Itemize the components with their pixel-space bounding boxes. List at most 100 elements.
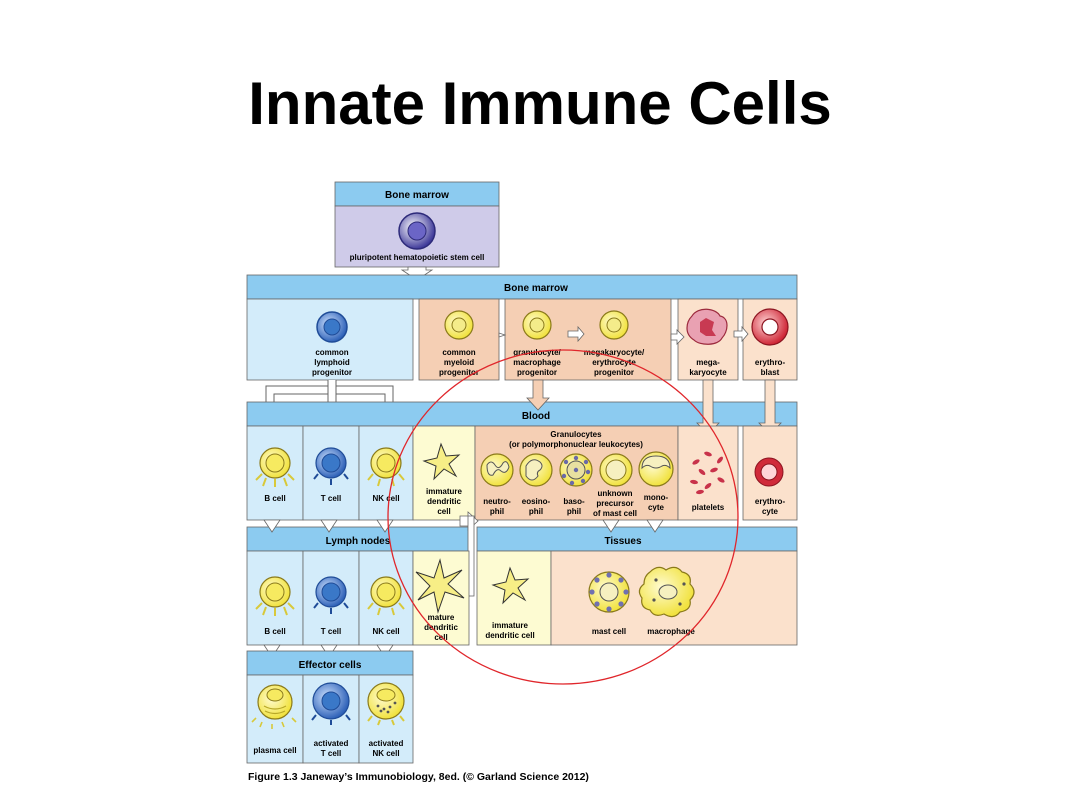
- mature-dendritic-cell-icon: [415, 558, 465, 614]
- mast-cell-precursor-icon: [599, 453, 633, 487]
- blood-nk-cell-icon: [367, 447, 405, 487]
- figure-caption: Figure 1.3 Janeway’s Immunobiology, 8ed.…: [248, 771, 589, 783]
- lymph-t-cell-icon: [313, 576, 349, 614]
- platelets-panel: [677, 425, 739, 521]
- myeloid-progenitor-label-1: common: [442, 348, 475, 357]
- activated-t-cell-icon: [311, 682, 351, 725]
- blood-b-cell-icon: [255, 447, 295, 487]
- header-lymph-nodes-label: Lymph nodes: [326, 536, 391, 547]
- megakaryocyte-label-1: mega-: [696, 358, 720, 367]
- gm-progenitor-label-3: progenitor: [517, 368, 557, 377]
- blood-immature-dc-label-2: dendritic: [427, 497, 461, 506]
- erythroblast-label-2: blast: [761, 368, 780, 377]
- blood-immature-dc-label-3: cell: [437, 507, 450, 516]
- blood-b-cell-label: B cell: [264, 494, 285, 503]
- monocyte-label-2: cyte: [648, 503, 665, 512]
- megakaryocyte-nucleus-icon: [700, 318, 716, 336]
- plasma-cell-label: plasma cell: [253, 746, 296, 755]
- eosinophil-label-2: phil: [529, 507, 543, 516]
- me-progenitor-label-1: megakaryocyte/: [584, 348, 645, 357]
- activated-nk-label-1: activated: [369, 739, 404, 748]
- granulocytes-title-1: Granulocytes: [550, 430, 602, 439]
- myeloid-progenitor-label-2: myeloid: [444, 358, 474, 367]
- monocyte-icon: [638, 451, 674, 487]
- gm-progenitor-label-1: granulocyte/: [513, 348, 561, 357]
- lymph-b-cell-icon: [255, 576, 295, 616]
- tissue-immature-dc-label-2: dendritic cell: [485, 631, 534, 640]
- mast-precursor-label-2: precursor: [596, 499, 633, 508]
- basophil-label-1: baso-: [563, 497, 585, 506]
- lymphoid-progenitor-label-2: lymphoid: [314, 358, 350, 367]
- neutrophil-label-1: neutro-: [483, 497, 511, 506]
- macrophage-label: macrophage: [647, 627, 695, 636]
- slide-title: Innate Immune Cells: [248, 70, 832, 137]
- blood-t-cell-label: T cell: [321, 494, 341, 503]
- arrow-icon: [376, 519, 394, 533]
- erythroblast-label-1: erythro-: [755, 358, 786, 367]
- lymph-t-cell-label: T cell: [321, 627, 341, 636]
- tissue-immature-dc-panel: [476, 550, 552, 646]
- header-effector-label: Effector cells: [299, 660, 362, 671]
- arrow-icon: [320, 519, 338, 533]
- basophil-label-2: phil: [567, 507, 581, 516]
- header-bone-marrow-label: Bone marrow: [504, 283, 568, 294]
- mast-precursor-label-3: of mast cell: [593, 509, 637, 518]
- myeloid-nucleus-icon: [451, 317, 467, 333]
- blood-immature-dc-label-1: immature: [426, 487, 463, 496]
- megakaryocyte-label-2: karyocyte: [689, 368, 727, 377]
- mast-cell-label: mast cell: [592, 627, 626, 636]
- erythrocyte-label-1: erythro-: [755, 497, 786, 506]
- gm-progenitor-label-2: macrophage: [513, 358, 561, 367]
- arrow-icon: [670, 329, 685, 345]
- header-tissues: [476, 526, 798, 552]
- mature-dc-label-1: mature: [428, 613, 455, 622]
- mast-precursor-label-1: unknown: [597, 489, 632, 498]
- activated-nk-cell-icon: [367, 682, 405, 726]
- neutrophil-icon: [480, 453, 514, 487]
- me-nucleus-icon: [606, 317, 622, 333]
- header-bone-marrow-top-label: Bone marrow: [385, 190, 449, 201]
- erythrocyte-panel: [742, 425, 798, 521]
- lymphoid-progenitor-label-3: progenitor: [312, 368, 352, 377]
- stem-cell-nucleus-icon: [407, 221, 427, 241]
- erythrocyte-label-2: cyte: [762, 507, 779, 516]
- arrow-icon: [526, 379, 550, 411]
- header-effector-cells: [246, 650, 414, 676]
- macrophage-icon: [638, 566, 695, 618]
- basophil-icon: [559, 453, 593, 487]
- stem-cell-label: pluripotent hematopoietic stem cell: [350, 253, 485, 262]
- blood-nk-cell-label: NK cell: [372, 494, 399, 503]
- arrow-icon: [602, 519, 620, 533]
- gm-me-progenitor-panel: [504, 298, 672, 381]
- tissue-immature-dc-label-1: immature: [492, 621, 529, 630]
- lymph-b-cell-label: B cell: [264, 627, 285, 636]
- header-bone-marrow-top: [334, 181, 500, 207]
- platelets-icon: [690, 451, 725, 495]
- header-blood-label: Blood: [522, 411, 550, 422]
- monocyte-label-1: mono-: [644, 493, 669, 502]
- me-progenitor-label-2: erythrocyte: [592, 358, 636, 367]
- arrow-icon: [646, 519, 664, 533]
- activated-t-label-1: activated: [314, 739, 349, 748]
- lymphoid-progenitor-label-1: common: [315, 348, 348, 357]
- eosinophil-icon: [519, 453, 553, 487]
- plasma-cell-icon: [251, 684, 297, 729]
- myeloid-progenitor-label-3: progenitor: [439, 368, 479, 377]
- header-tissues-label: Tissues: [604, 536, 641, 547]
- neutrophil-label-2: phil: [490, 507, 504, 516]
- arrow-icon: [263, 519, 281, 533]
- me-progenitor-label-3: progenitor: [594, 368, 634, 377]
- lymph-nk-cell-label: NK cell: [372, 627, 399, 636]
- arrow-icon: [733, 325, 749, 343]
- header-bone-marrow: [246, 274, 798, 300]
- mast-cell-icon: [588, 571, 630, 613]
- mature-dc-label-2: dendritic: [424, 623, 458, 632]
- blood-immature-dc-panel: [412, 425, 476, 521]
- erythrocyte-center-icon: [760, 463, 778, 481]
- granulocytes-title-2: (or polymorphonuclear leukocytes): [509, 440, 643, 449]
- arrow-icon: [567, 325, 585, 343]
- immature-dendritic-cell-icon: [422, 442, 461, 481]
- gm-nucleus-icon: [529, 317, 545, 333]
- blood-t-cell-icon: [313, 447, 349, 485]
